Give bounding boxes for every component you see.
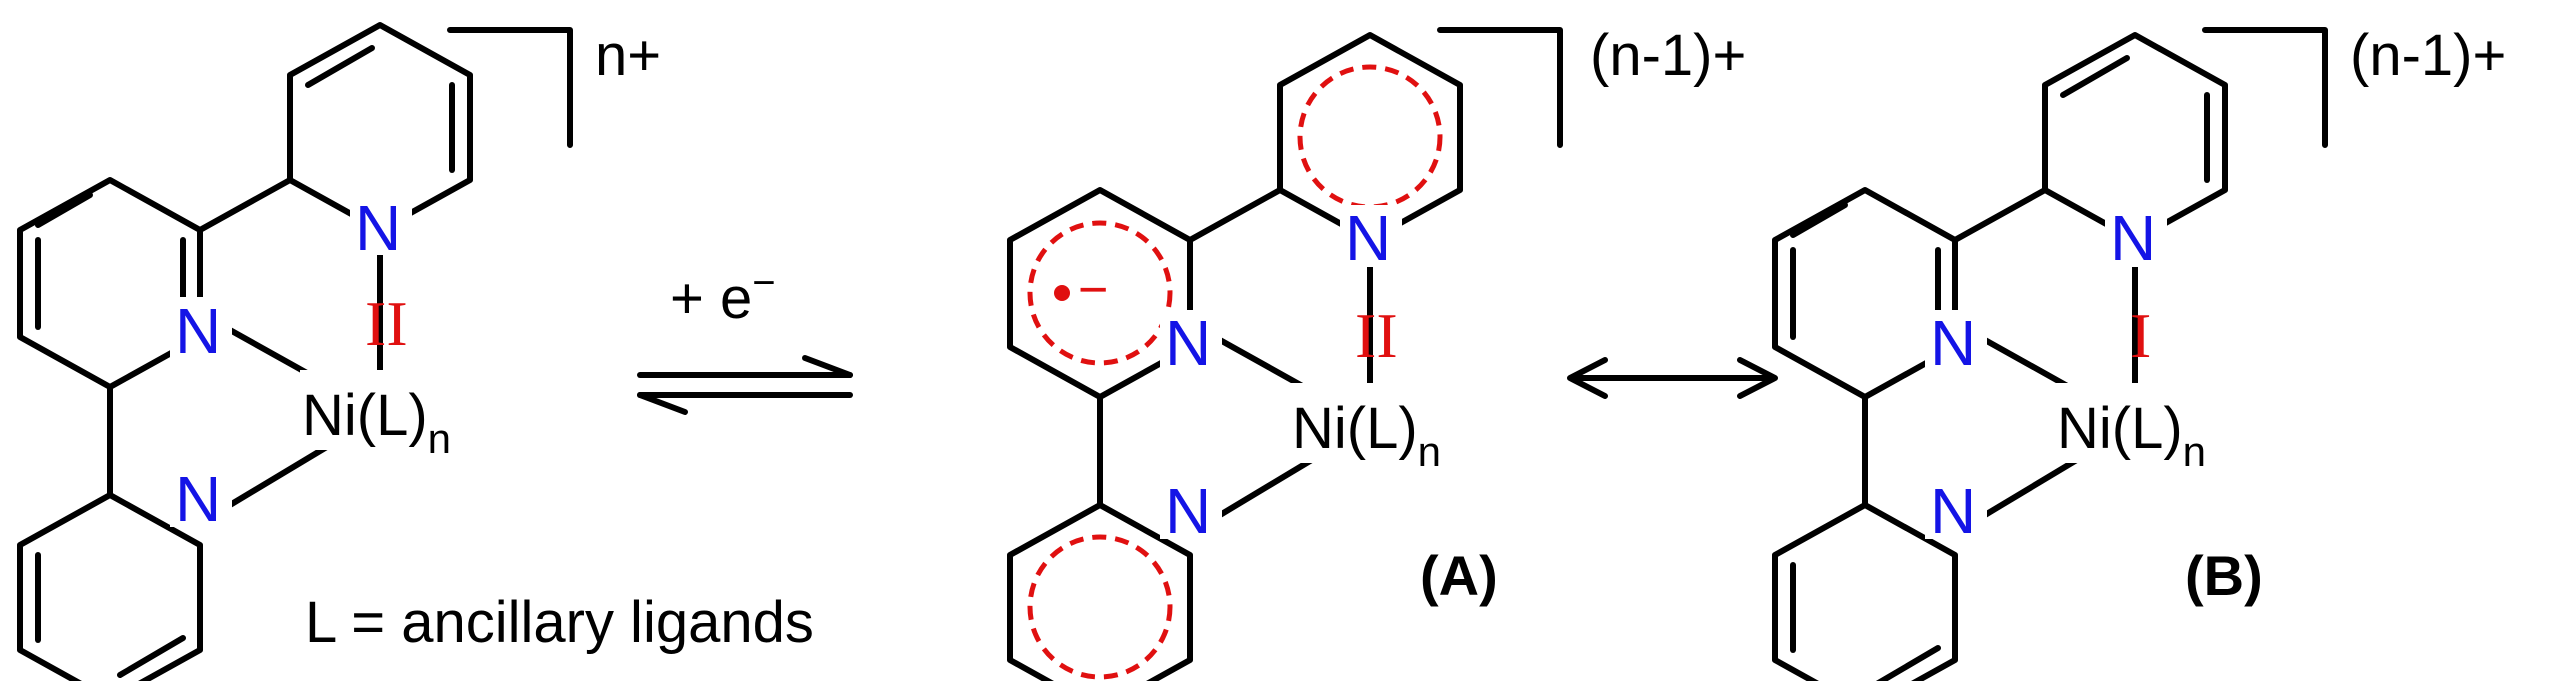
oxidation-state-reactant: II xyxy=(365,288,408,359)
resonance-arrow xyxy=(1567,357,1778,399)
nitrogen-lower: N xyxy=(1930,475,1976,547)
structure-a: − N N N Ni(L)n II (n-1)+ (A) xyxy=(1007,23,1746,681)
charge-bracket-a xyxy=(1437,27,1563,148)
charge-a: (n-1)+ xyxy=(1590,23,1746,88)
radical-negative-charge: − xyxy=(1078,261,1108,319)
structure-b: N N N Ni(L)n I (n-1)+ (B) xyxy=(1775,23,2506,681)
reagent-electron: + e− xyxy=(670,261,776,331)
charge-bracket-reactant xyxy=(447,27,573,148)
metal-center-label: Ni(L)n xyxy=(302,383,451,462)
nitrogen-upper: N xyxy=(1345,202,1391,274)
nitrogen-upper: N xyxy=(2110,202,2156,274)
oxidation-state-b: I xyxy=(2130,300,2151,371)
structure-label-b: (B) xyxy=(2185,544,2263,607)
structure-label-a: (A) xyxy=(1420,544,1498,607)
ligand-legend: L = ancillary ligands xyxy=(305,590,814,655)
equilibrium-arrows: + e− xyxy=(637,261,853,415)
reactant-complex: N N N Ni(L)n II n+ xyxy=(20,23,661,681)
metal-center-label: Ni(L)n xyxy=(2057,396,2206,475)
nitrogen-lower: N xyxy=(1165,475,1211,547)
nitrogen-lower: N xyxy=(175,463,221,535)
oxidation-state-a: II xyxy=(1355,300,1398,371)
radical-dot xyxy=(1054,285,1070,301)
charge-bracket-b xyxy=(2202,27,2328,148)
nitrogen-central: N xyxy=(1165,307,1211,379)
charge-b: (n-1)+ xyxy=(2350,23,2506,88)
nitrogen-central: N xyxy=(175,295,221,367)
radical-ring-central xyxy=(1027,220,1173,366)
charge-reactant: n+ xyxy=(595,23,661,88)
radical-ring-upper xyxy=(1297,64,1443,210)
radical-ring-lower xyxy=(1027,534,1173,680)
nitrogen-upper: N xyxy=(355,192,401,264)
upper-pyridine-ring xyxy=(1187,32,1463,243)
metal-center-label: Ni(L)n xyxy=(1292,396,1441,475)
lower-pyridine-ring xyxy=(1007,394,1193,681)
nitrogen-central: N xyxy=(1930,307,1976,379)
